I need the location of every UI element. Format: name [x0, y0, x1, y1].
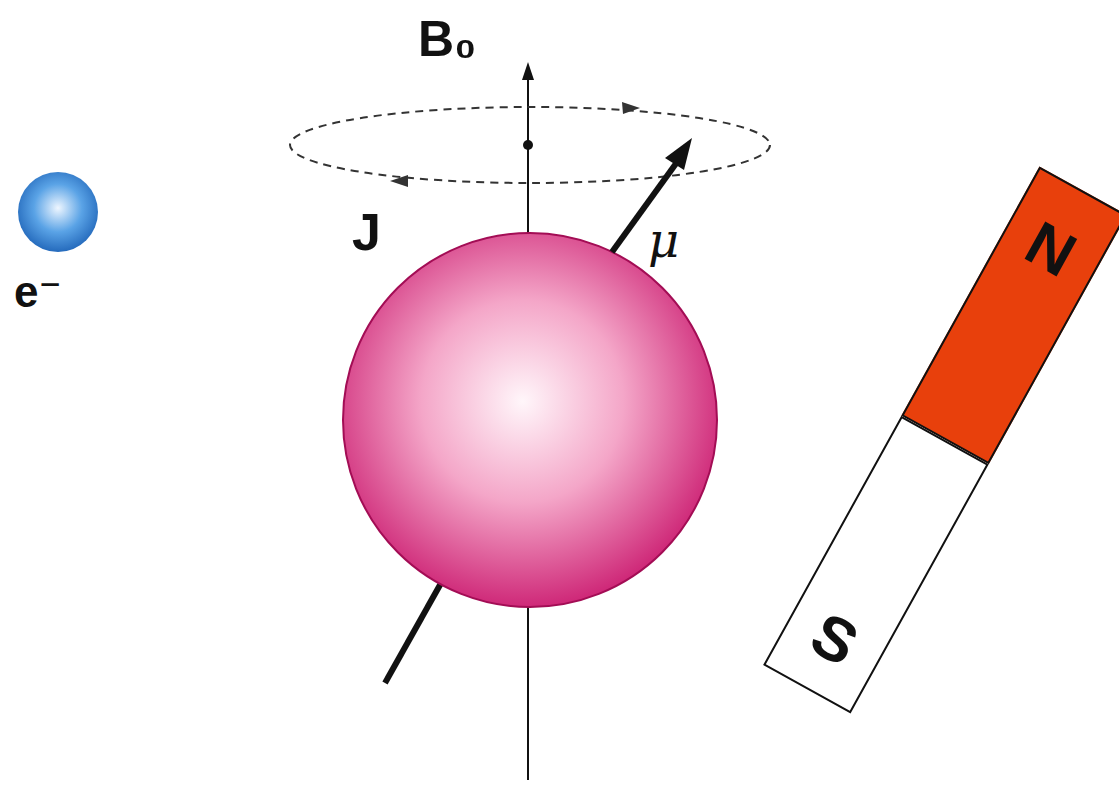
north-pole: N: [901, 166, 1119, 464]
angular-momentum-label: J: [352, 206, 381, 258]
moment-label: μ: [648, 216, 679, 264]
field-arrowhead: [522, 62, 534, 80]
moment-arrowhead: [665, 138, 692, 170]
electron-sphere: [18, 172, 98, 252]
pole-letter: N: [1016, 211, 1085, 287]
bar-magnet: NS: [763, 166, 1119, 713]
precession-path: [290, 107, 770, 183]
pole-letter: S: [801, 602, 867, 676]
precession-arrow: [622, 102, 640, 114]
electron-label: e⁻: [14, 270, 62, 314]
field-label: B₀: [418, 14, 477, 64]
south-pole: S: [763, 416, 989, 714]
axis-dot: [523, 140, 533, 150]
spin-axis: [385, 576, 445, 683]
precession-arrow: [390, 175, 408, 187]
nucleus-sphere: [343, 233, 717, 607]
